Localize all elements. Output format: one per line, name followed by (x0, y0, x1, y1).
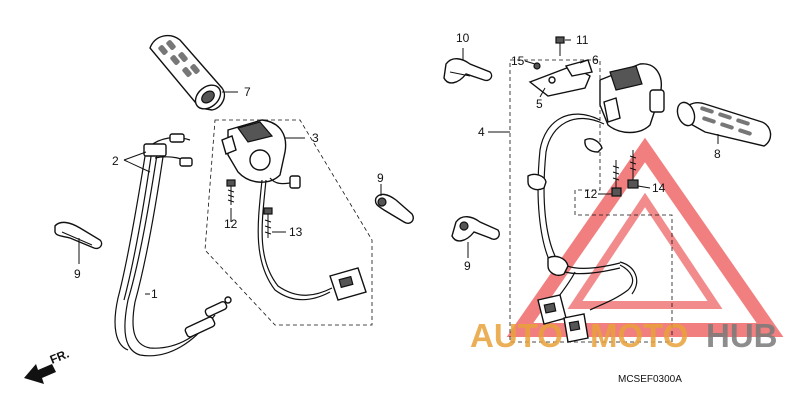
watermark-part2: MOTO (590, 317, 688, 354)
callout-10: 10 (456, 31, 470, 45)
throttle-cable-assembly (114, 133, 232, 357)
watermark-triangle (506, 137, 784, 337)
callout-5: 5 (536, 97, 543, 111)
assembly-box-3 (204, 119, 373, 326)
callout-6: 6 (592, 53, 599, 67)
callouts: 1 2 3 4 5 6 7 8 9 9 9 10 11 12 12 13 14 … (74, 31, 721, 301)
callout-12-right: 12 (584, 187, 598, 201)
left-handlebar-grip (676, 101, 772, 147)
callout-2: 2 (112, 154, 119, 168)
screw-15 (533, 62, 541, 70)
callout-1: 1 (151, 287, 158, 301)
callout-4: 4 (478, 125, 485, 139)
front-direction-indicator: FR. (24, 347, 71, 384)
callout-7: 7 (244, 85, 251, 99)
cable-clamp-10 (443, 58, 493, 84)
callout-9-left: 9 (74, 267, 81, 281)
left-handlebar-switch (527, 63, 665, 343)
callout-9-middle: 9 (377, 171, 384, 185)
callout-8: 8 (714, 147, 721, 161)
cable-clamp-right (451, 216, 500, 242)
callout-13: 13 (289, 225, 303, 239)
direction-label: FR. (48, 347, 71, 367)
screw-11 (555, 36, 565, 56)
callout-12-left: 12 (224, 217, 238, 231)
callout-11: 11 (576, 33, 589, 47)
screw-12-right (611, 160, 622, 197)
leader-lines (78, 39, 719, 295)
cable-clamp-middle (374, 193, 414, 224)
screw-12-left (226, 179, 236, 205)
screw-13 (263, 207, 273, 238)
throttle-grip (149, 34, 226, 111)
watermark-logo: AUTO MOTO HUB (470, 317, 778, 354)
watermark-part3: HUB (706, 317, 778, 354)
callout-3: 3 (312, 131, 319, 145)
callout-14: 14 (652, 181, 666, 195)
watermark-part1: AUTO (470, 317, 563, 354)
callout-15: 15 (511, 54, 525, 68)
callout-9-right: 9 (464, 259, 471, 273)
screw-14 (627, 150, 639, 189)
right-handlebar-switch (221, 119, 367, 301)
cable-clamp-left (54, 221, 103, 250)
diagram-code: MCSEF0300A (618, 374, 682, 385)
